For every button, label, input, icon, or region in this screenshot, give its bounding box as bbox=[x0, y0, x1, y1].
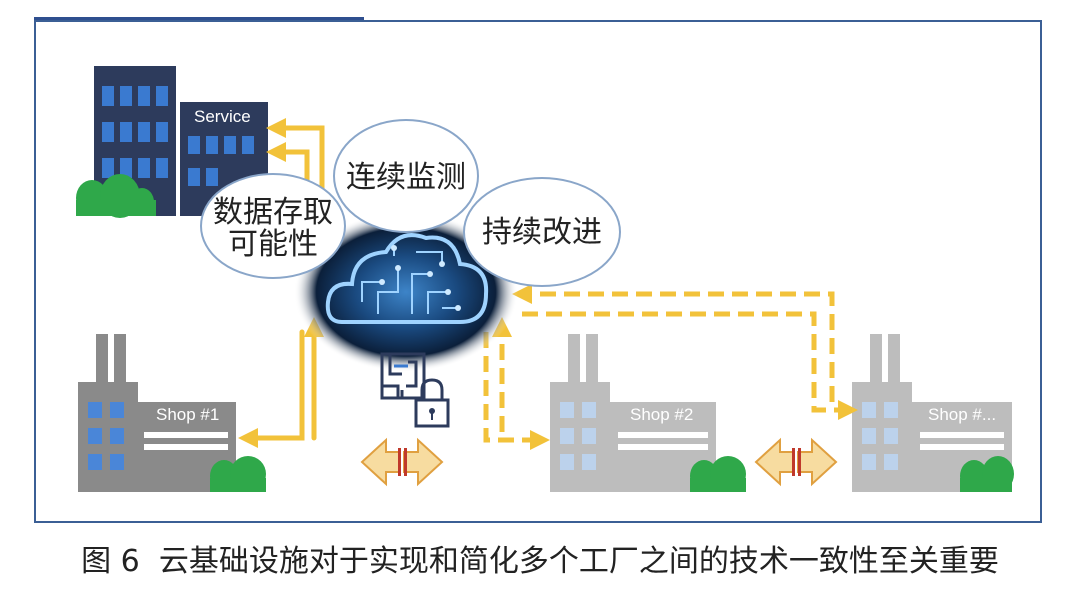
dashed-arrows bbox=[483, 284, 858, 450]
bubble-data-access: 数据存取 可能性 bbox=[200, 173, 346, 279]
shop3-label: Shop #... bbox=[928, 405, 996, 424]
maze-icon bbox=[380, 352, 426, 400]
bubble-monitor: 连续监测 bbox=[333, 119, 479, 233]
bush-icon bbox=[210, 456, 266, 492]
diagram-canvas: Service Shop #1 bbox=[76, 66, 1014, 492]
shop1-factory: Shop #1 bbox=[78, 334, 266, 492]
bush-icon bbox=[76, 174, 156, 218]
figure-caption: 图 6 云基础设施对于实现和简化多个工厂之间的技术一致性至关重要 bbox=[81, 544, 999, 579]
service-building-windows bbox=[188, 136, 254, 186]
bubble-improve: 持续改进 bbox=[463, 177, 621, 287]
shop1-windows bbox=[88, 402, 124, 470]
arrow-cloud-to-shop3 bbox=[522, 311, 858, 420]
sync-arrow-icon bbox=[754, 437, 838, 487]
arrow-cloud-to-shop2 bbox=[483, 332, 550, 450]
bush-icon bbox=[960, 456, 1014, 492]
bubble-data-line2: 可能性 bbox=[228, 227, 318, 262]
shop2-factory: Shop #2 bbox=[550, 334, 746, 492]
bubble-monitor-text: 连续监测 bbox=[346, 160, 466, 195]
arrow-cloud-to-shop1 bbox=[238, 329, 305, 448]
lock-icon bbox=[414, 378, 450, 428]
bubble-data-line1: 数据存取 bbox=[213, 195, 333, 230]
service-label: Service bbox=[194, 107, 251, 126]
cloud-circuit-icon bbox=[294, 212, 518, 372]
shop3-factory: Shop #... bbox=[852, 334, 1014, 492]
shop1-label: Shop #1 bbox=[156, 405, 219, 424]
diagram-frame: Service Shop #1 bbox=[34, 20, 1042, 523]
office-tower-windows bbox=[102, 86, 168, 178]
shop1-body bbox=[78, 382, 138, 492]
header-rule bbox=[34, 17, 364, 20]
arrow-shop3-to-cloud-1 bbox=[512, 284, 835, 402]
bush-icon bbox=[690, 456, 746, 492]
shop2-windows bbox=[560, 402, 596, 470]
sync-arrow-icon bbox=[360, 437, 444, 487]
shop3-windows bbox=[862, 402, 898, 470]
bubble-improve-text: 持续改进 bbox=[482, 215, 602, 250]
shop2-label: Shop #2 bbox=[630, 405, 693, 424]
